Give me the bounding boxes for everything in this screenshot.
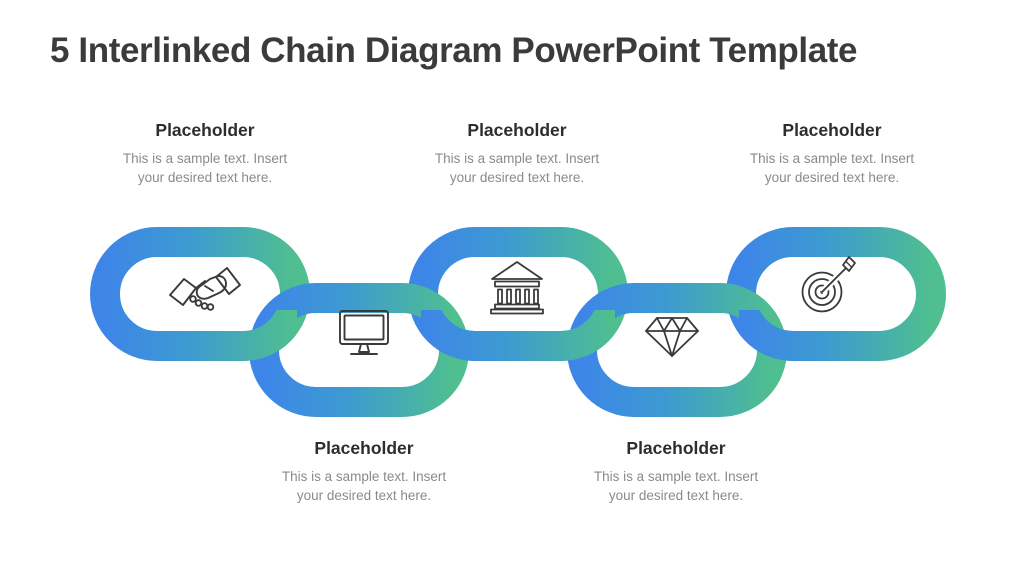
- placeholder-body-line1: This is a sample text. Insert: [281, 469, 447, 484]
- placeholder-label: Placeholder: [314, 438, 414, 458]
- placeholder-block-2: Placeholder This is a sample text. Inser…: [234, 438, 494, 505]
- placeholder-body: This is a sample text. Insert your desir…: [702, 150, 962, 187]
- placeholder-body-line2: your desired text here.: [449, 169, 585, 185]
- placeholder-body-line2: your desired text here.: [137, 169, 273, 185]
- target-icon: [801, 256, 856, 313]
- placeholder-label: Placeholder: [155, 120, 255, 140]
- placeholder-body-line1: This is a sample text. Insert: [749, 151, 915, 166]
- placeholder-body: This is a sample text. Insert your desir…: [234, 468, 494, 505]
- handshake-icon: [169, 267, 241, 311]
- placeholder-block-1: Placeholder This is a sample text. Inser…: [75, 120, 335, 187]
- placeholder-body: This is a sample text. Insert your desir…: [546, 468, 806, 505]
- placeholder-body: This is a sample text. Insert your desir…: [75, 150, 335, 187]
- placeholder-body-line2: your desired text here.: [764, 169, 900, 185]
- placeholder-block-4: Placeholder This is a sample text. Inser…: [546, 438, 806, 505]
- placeholder-body-line2: your desired text here.: [608, 487, 744, 503]
- slide-title: 5 Interlinked Chain Diagram PowerPoint T…: [50, 31, 858, 70]
- placeholder-body: This is a sample text. Insert your desir…: [387, 150, 647, 187]
- placeholder-body-line1: This is a sample text. Insert: [434, 151, 600, 166]
- placeholder-body-line1: This is a sample text. Insert: [593, 469, 759, 484]
- diamond-icon: [645, 317, 699, 357]
- placeholder-body-line2: your desired text here.: [296, 487, 432, 503]
- placeholder-label: Placeholder: [626, 438, 726, 458]
- bank-icon: [490, 261, 544, 315]
- placeholder-body-line1: This is a sample text. Insert: [122, 151, 288, 166]
- monitor-icon: [339, 310, 389, 355]
- placeholder-block-3: Placeholder This is a sample text. Inser…: [387, 120, 647, 187]
- placeholder-label: Placeholder: [782, 120, 882, 140]
- placeholder-label: Placeholder: [467, 120, 567, 140]
- placeholder-block-5: Placeholder This is a sample text. Inser…: [702, 120, 962, 187]
